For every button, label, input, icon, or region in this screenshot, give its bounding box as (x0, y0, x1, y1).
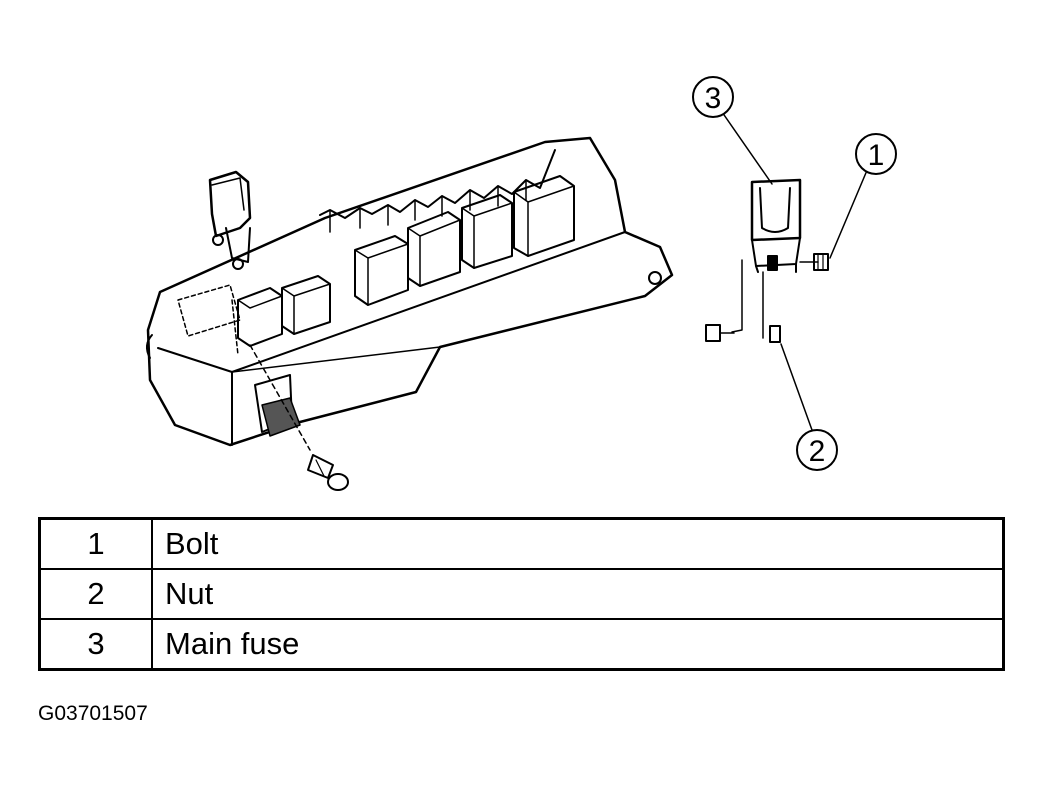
legend-number: 1 (38, 517, 153, 570)
legend-number: 3 (38, 618, 153, 671)
callout-1: 1 (829, 133, 897, 259)
callout-3-label: 3 (705, 82, 722, 115)
callout-1-label: 1 (868, 139, 885, 172)
table-row: 3 Main fuse (38, 618, 1005, 671)
legend-part-name: Bolt (151, 517, 1005, 570)
figure-code: G03701507 (38, 702, 148, 725)
callout-2-label: 2 (809, 435, 826, 468)
legend-part-name: Nut (151, 568, 1005, 620)
table-row: 1 Bolt (38, 517, 1005, 570)
legend-table: 1 Bolt 2 Nut 3 Main fuse (38, 517, 1005, 671)
fuse-box-illustration (146, 136, 674, 491)
table-row: 2 Nut (38, 568, 1005, 620)
callout-3: 3 (692, 76, 773, 185)
main-fuse-exploded-view (705, 178, 829, 343)
legend-part-name: Main fuse (151, 618, 1005, 671)
fuse-box-diagram: 1 2 3 (146, 76, 897, 491)
legend-number: 2 (38, 568, 153, 620)
callout-2: 2 (780, 343, 838, 471)
